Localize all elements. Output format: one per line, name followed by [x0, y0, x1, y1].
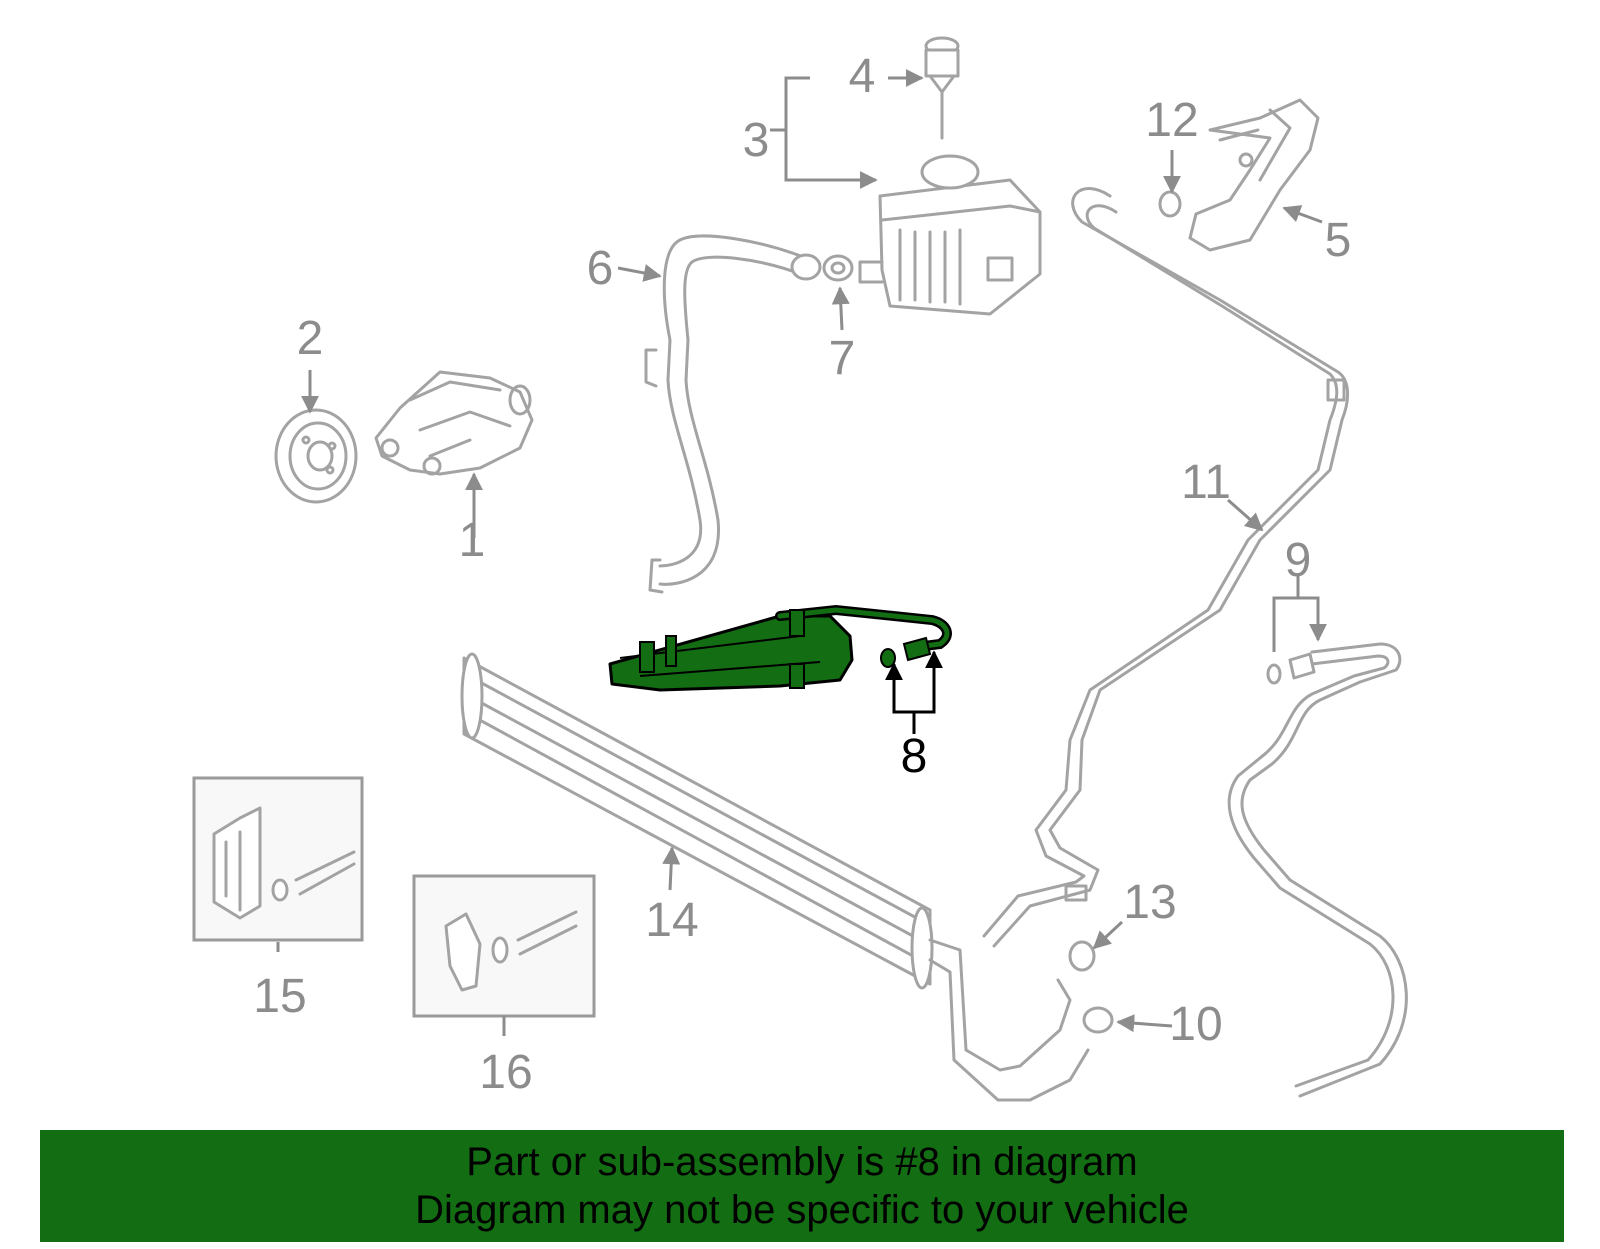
clamp-part-12: [1158, 190, 1182, 218]
clamp-part-7: [822, 254, 854, 282]
callout-6: 6: [587, 242, 614, 295]
reservoir-part: [858, 154, 1042, 316]
callout-14: 14: [645, 894, 698, 947]
callout-8: 8: [901, 730, 928, 783]
callout-1: 1: [459, 514, 486, 567]
callout-2: 2: [297, 312, 324, 365]
power-steering-pump-part: [374, 370, 534, 476]
clamp-part-13: [1068, 940, 1096, 972]
callout-12: 12: [1145, 94, 1198, 147]
callout-13: 13: [1123, 876, 1176, 929]
callout-3: 3: [743, 114, 770, 167]
mount-kit-box-15: [192, 776, 364, 942]
pressure-line-part: [982, 187, 1349, 948]
banner-line-1: Part or sub-assembly is #8 in diagram: [466, 1140, 1138, 1184]
callout-4: 4: [849, 50, 876, 103]
leader-lines: [276, 69, 1322, 1036]
callout-16: 16: [479, 1046, 532, 1099]
pressure-hose-part-9: [1227, 642, 1408, 1098]
highlighted-hose-assembly-part-8: [608, 604, 952, 692]
callout-7: 7: [829, 332, 856, 385]
callout-15: 15: [253, 970, 306, 1023]
bracket-part-5: [1188, 98, 1320, 252]
callout-10: 10: [1169, 998, 1222, 1051]
callout-11: 11: [1181, 456, 1231, 509]
callout-5: 5: [1325, 214, 1352, 267]
callout-labels: 1 2 3 4 5 6 7 8 9 10 11 12 13 14 15 16: [253, 50, 1351, 1099]
return-hose-part: [644, 234, 822, 594]
mount-kit-box-16: [412, 874, 596, 1018]
banner-line-2: Diagram may not be specific to your vehi…: [415, 1188, 1189, 1232]
info-banner: Part or sub-assembly is #8 in diagram Di…: [40, 1130, 1564, 1242]
cooler-part: [460, 652, 1090, 1102]
pulley-part: [274, 408, 358, 504]
clamp-part-10: [1082, 1006, 1114, 1034]
reservoir-cap-part: [924, 36, 960, 140]
callout-9: 9: [1285, 534, 1312, 587]
